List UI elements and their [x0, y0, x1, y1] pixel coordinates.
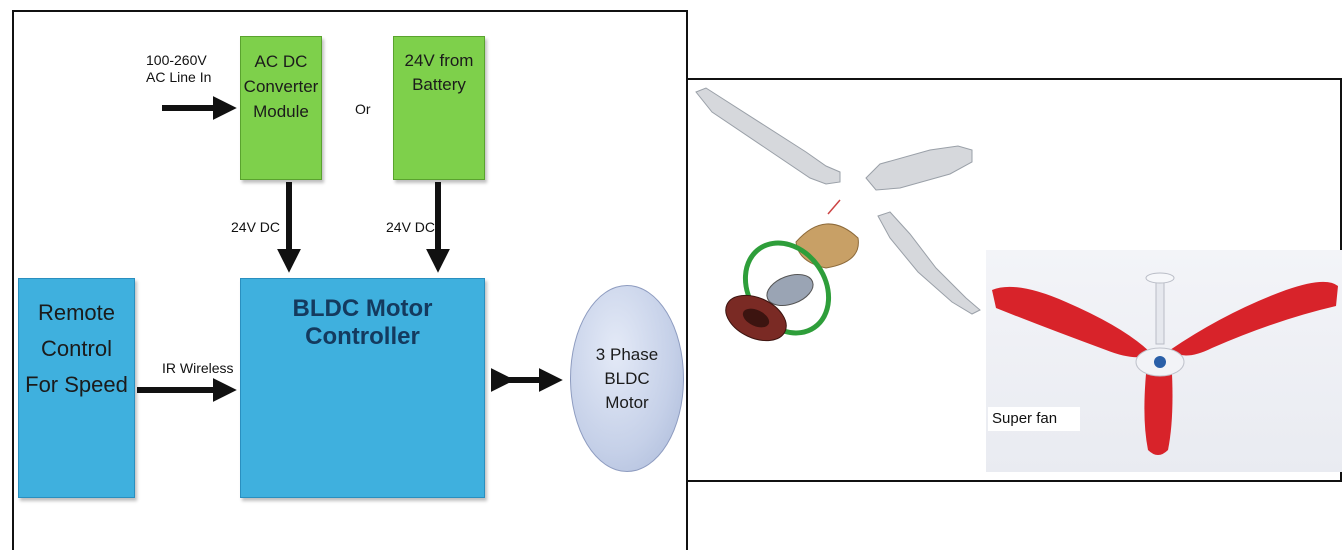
dc-label-left: 24V DC [231, 219, 281, 235]
ceiling-fan-image [992, 272, 1338, 455]
or-label: Or [355, 101, 371, 117]
remote-control-box: Remote Control For Speed [18, 278, 135, 498]
battery-box: 24V from Battery [393, 36, 485, 180]
ir-wireless-label: IR Wireless [162, 360, 234, 376]
ac-input-label: 100-260V AC Line In [146, 52, 212, 85]
exploded-blade-left [695, 87, 841, 185]
exploded-blade-lower [877, 211, 981, 315]
dc-label-right: 24V DC [386, 219, 436, 235]
exploded-canopy [795, 223, 859, 269]
bldc-controller-box: BLDC Motor Controller [240, 278, 485, 498]
fan-photo [986, 250, 1342, 472]
fan-photo-caption: Super fan [988, 407, 1080, 431]
ac-dc-converter-box: AC DC Converter Module [240, 36, 322, 180]
exploded-blade-right [865, 145, 973, 191]
bldc-motor-ellipse: 3 Phase BLDC Motor [570, 285, 684, 472]
